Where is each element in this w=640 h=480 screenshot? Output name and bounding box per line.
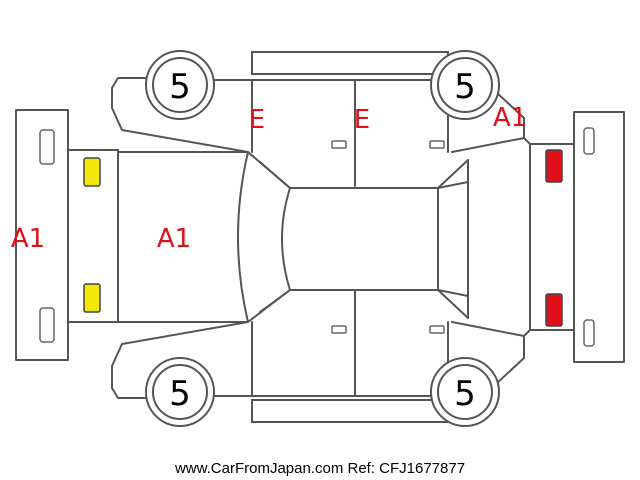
- right-side: [111, 289, 525, 423]
- tyre-front-left: 5: [145, 50, 215, 120]
- fog-lamp-right: [83, 283, 101, 313]
- source-credit: www.CarFromJapan.com Ref: CFJ1677877: [174, 460, 465, 477]
- rear-bumper: [573, 111, 625, 363]
- tyre-rear-right: 5: [430, 357, 500, 427]
- tail-lamp-left: [545, 149, 563, 183]
- tyre-grade-front-left: 5: [169, 67, 191, 107]
- tyre-grade-front-right: 5: [169, 374, 191, 414]
- left-side: [111, 51, 525, 187]
- front-bumper: [15, 109, 69, 361]
- grade-rear-left-quarter: A1: [493, 103, 527, 133]
- tail-lamp-right: [545, 293, 563, 327]
- tyre-front-right: 5: [145, 357, 215, 427]
- grade-rear-left-door: E: [354, 105, 370, 135]
- tyre-grade-rear-right: 5: [454, 374, 476, 414]
- tyre-grade-rear-left: 5: [454, 67, 476, 107]
- car-body: [67, 137, 575, 337]
- fog-lamp-left: [83, 157, 101, 187]
- tyre-rear-left: 5: [430, 50, 500, 120]
- grade-front-bumper: A1: [11, 224, 45, 254]
- grade-hood: A1: [157, 224, 191, 254]
- grade-front-left-door: E: [249, 105, 265, 135]
